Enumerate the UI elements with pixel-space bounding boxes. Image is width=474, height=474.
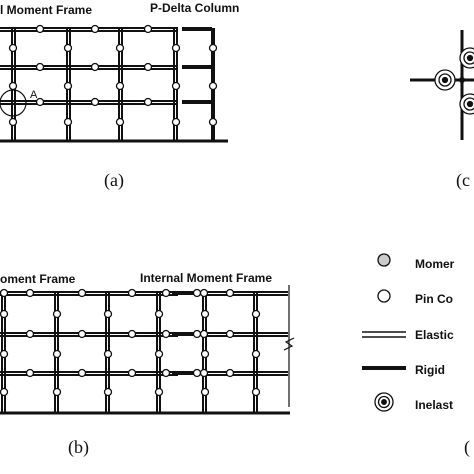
panel-b: oment Frame Internal Moment Frame	[0, 271, 295, 458]
pin-node-symbol	[377, 289, 391, 303]
legend-inelastic-text: Inelast	[415, 398, 453, 412]
panel-a-nodes	[8, 24, 218, 127]
panel-a-right-label: P-Delta Column	[150, 1, 239, 15]
panel-d-caption: (	[464, 437, 470, 458]
panel-a-rigid-links	[182, 27, 215, 140]
panel-b-caption: (b)	[68, 437, 89, 458]
legend-pin-node-text: Pin Co	[415, 292, 453, 306]
inelastic-spring-symbol	[374, 392, 394, 412]
panel-b-beams	[0, 291, 288, 376]
legend-elastic-text: Elastic	[415, 328, 454, 342]
panel-b-break-line	[283, 285, 295, 407]
panel-b-rigid-links	[172, 291, 197, 375]
panel-b-columns	[1, 292, 258, 412]
panel-c-springs	[434, 47, 474, 115]
panel-c: (c	[410, 30, 474, 191]
detail-a-circle	[0, 89, 27, 117]
panel-b-nodes	[0, 288, 261, 397]
panel-a: l Moment Frame P-Delta Column	[0, 1, 239, 191]
legend-rigid-text: Rigid	[415, 363, 445, 377]
panel-b-left-label: oment Frame	[0, 272, 76, 286]
panel-b-right-label: Internal Moment Frame	[140, 271, 272, 285]
detail-a-label: A	[30, 89, 38, 101]
panel-a-caption: (a)	[104, 170, 124, 191]
elastic-line-symbol	[362, 331, 406, 338]
panel-a-columns	[11, 28, 178, 140]
panel-d-legend: Momer Pin Co Elastic Rigid Inelast (	[362, 253, 470, 458]
panel-c-center-node	[459, 77, 465, 83]
panel-c-caption: (c	[456, 170, 470, 191]
moment-node-symbol	[377, 253, 391, 267]
legend-moment-node-text: Momer	[415, 257, 455, 271]
panel-a-left-label: l Moment Frame	[0, 3, 92, 17]
